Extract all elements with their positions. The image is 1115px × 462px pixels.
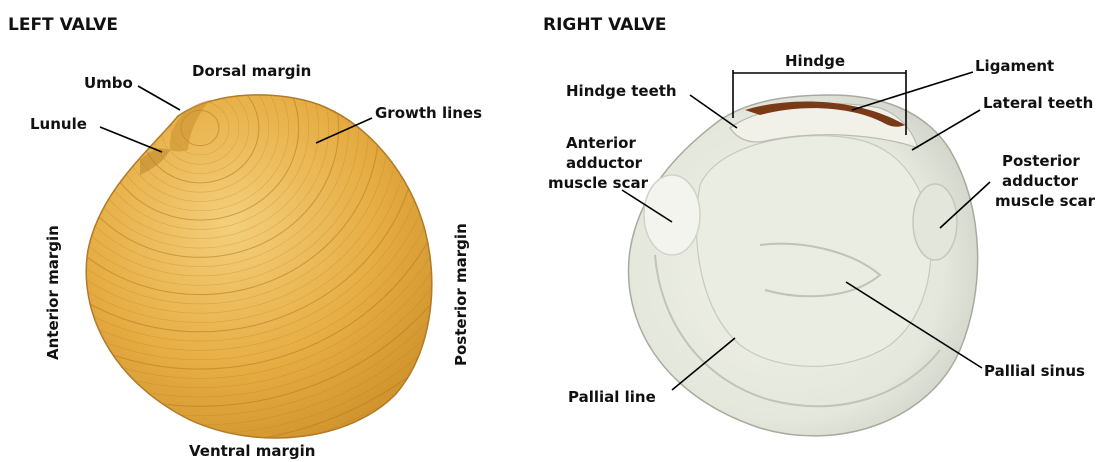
leader-hindge-teeth (690, 95, 737, 128)
label-ligament: Ligament (975, 57, 1054, 75)
label-hindge: Hindge (785, 52, 845, 70)
label-anterior-margin: Anterior margin (44, 225, 62, 360)
label-anterior-adductor-line3: muscle scar (548, 174, 649, 192)
right-valve-shell (629, 95, 978, 436)
label-ventral-margin: Ventral margin (189, 442, 315, 460)
label-anterior-adductor-line2: adductor (566, 154, 643, 172)
label-posterior-adductor-line2: adductor (1002, 172, 1079, 190)
label-growth-lines: Growth lines (375, 104, 482, 122)
right-valve-heading: RIGHT VALVE (543, 15, 667, 35)
label-posterior-adductor: Posterior adductor muscle scar (995, 152, 1096, 210)
label-posterior-adductor-line3: muscle scar (995, 192, 1096, 210)
label-lunule: Lunule (30, 115, 87, 133)
label-hindge-teeth: Hindge teeth (566, 82, 677, 100)
left-valve-heading: LEFT VALVE (8, 15, 118, 35)
inner-shell-area (696, 136, 931, 367)
leader-umbo (138, 86, 180, 110)
anterior-adductor-scar (644, 175, 700, 255)
label-pallial-line: Pallial line (568, 388, 656, 406)
label-posterior-margin: Posterior margin (452, 223, 470, 366)
label-anterior-adductor-line1: Anterior (566, 134, 636, 152)
label-umbo: Umbo (84, 74, 133, 92)
posterior-adductor-scar (913, 184, 957, 260)
label-pallial-sinus: Pallial sinus (984, 362, 1085, 380)
leader-ligament (852, 72, 973, 110)
label-lateral-teeth: Lateral teeth (983, 94, 1093, 112)
label-anterior-adductor: Anterior adductor muscle scar (548, 134, 649, 192)
leader-lunule (100, 127, 162, 152)
label-dorsal-margin: Dorsal margin (192, 62, 311, 80)
label-posterior-adductor-line1: Posterior (1002, 152, 1080, 170)
